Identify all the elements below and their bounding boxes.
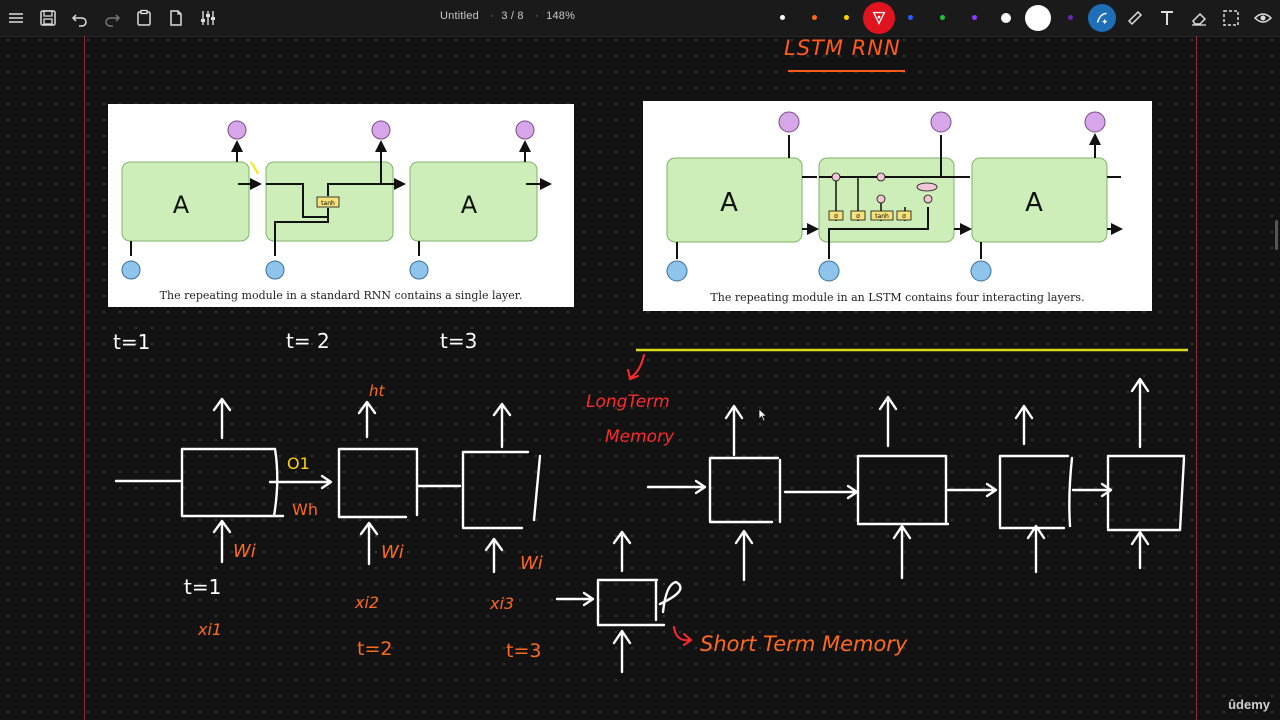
lstm-input-node-1 [666,260,688,282]
page-right-edge [1196,36,1197,720]
vertical-scrollbar[interactable] [1275,220,1278,250]
label-t3: t=3 [440,329,478,353]
document-name: Untitled [440,10,479,22]
label-t1: t=1 [113,330,151,354]
lstm-diagram-image: σ σ tanh σ A A The repeating module in a… [643,101,1152,311]
label-t1-lower: t=1 [184,575,222,599]
lstm-tanh-label: tanh [875,213,889,220]
label-wi-2: Wi [381,542,404,563]
rnn-hidden-node-2 [371,120,391,140]
rnn-tanh-label: tanh [321,200,335,207]
redo-icon[interactable] [98,4,126,32]
color-blue[interactable] [908,15,913,20]
rnn-cell-3 [409,161,538,242]
rnn-tanh-layer [316,196,340,208]
save-icon[interactable] [34,4,62,32]
rnn-cell-1 [121,161,250,242]
label-t2-lower: t=2 [357,638,393,660]
lstm-multiply-node-2 [876,194,886,204]
rnn-cell-label-1: A [173,191,190,219]
lstm-output-gate [896,210,912,221]
lstm-hidden-node-3 [1084,111,1106,133]
lstm-sigma-label-3: σ [902,213,906,220]
document-title: Untitled · 3 / 8 · 148% [440,10,576,22]
sparkle-pen-icon [1096,12,1108,25]
rnn-caption: The repeating module in a standard RNN c… [159,289,523,302]
label-wi-1: Wi [233,541,256,562]
label-xi2: xi2 [355,593,380,612]
undo-icon[interactable] [66,4,94,32]
rnn-yellow-annotation [250,161,259,175]
clipboard-icon[interactable] [130,4,158,32]
lstm-input-node-3 [970,260,992,282]
lstm-cell-1 [666,157,803,243]
rnn-hidden-node-1 [227,120,247,140]
lstm-hidden-node-2 [930,111,952,133]
eye-icon[interactable] [1249,4,1277,32]
lstm-sigma-label-1: σ [834,213,838,220]
color-purple[interactable] [972,15,977,20]
lstm-tanh-pointwise [916,182,938,192]
rnn-input-node-1 [121,260,141,280]
top-toolbar: Untitled · 3 / 8 · 148% [0,0,1280,37]
label-t2: t= 2 [286,329,330,353]
lstm-hidden-node-1 [778,111,800,133]
label-xi3: xi3 [490,594,515,613]
menu-icon[interactable] [2,4,30,32]
color-green[interactable] [940,15,945,20]
label-short-term-memory: Short Term Memory [700,632,908,656]
mouse-cursor-icon [758,408,768,422]
lasso-select-icon[interactable] [1217,4,1245,32]
label-o1: O1 [287,454,310,473]
text-tool-icon[interactable] [1153,4,1181,32]
lstm-multiply-node-3 [923,194,933,204]
rnn-diagram-image: tanh A A The repeating module in a stand… [108,104,574,307]
lstm-add-node [876,172,886,182]
color-dark-purple[interactable] [1068,15,1073,20]
label-wh: Wh [292,500,318,519]
color-yellow[interactable] [844,15,849,20]
heading-lstm-rnn: LSTM RNN [784,36,901,60]
label-long-term: LongTerm [586,392,670,412]
page-left-edge [84,36,85,720]
rnn-hidden-node-3 [515,120,535,140]
heading-underline [788,70,905,72]
stroke-size-small[interactable] [1001,13,1011,23]
lstm-cell-3 [971,157,1108,243]
lstm-caption: The repeating module in an LSTM contains… [710,291,1085,304]
rnn-input-node-3 [409,260,429,280]
page-indicator: 3 / 8 [501,10,524,22]
lstm-multiply-node-1 [831,172,841,182]
eraser-icon[interactable] [1185,4,1213,32]
color-white[interactable] [780,15,785,20]
page-icon[interactable] [162,4,190,32]
lstm-input-gate [850,210,866,221]
label-t3-lower: t=3 [506,640,542,662]
stroke-size-large[interactable] [1025,5,1051,31]
color-red-selected[interactable] [863,2,895,34]
label-wi-3: Wi [520,553,543,574]
lstm-cell-label-1: A [720,188,738,218]
rnn-cell-label-3: A [461,191,478,219]
sliders-icon[interactable] [194,4,222,32]
magic-pen-button[interactable] [1088,4,1116,32]
lstm-cell-2 [818,157,955,243]
rnn-input-node-2 [265,260,285,280]
lstm-sigma-label-2: σ [856,213,860,220]
lstm-input-node-2 [818,260,840,282]
highlighter-icon[interactable] [1121,4,1149,32]
label-xi1: xi1 [198,620,223,639]
lstm-forget-gate [828,210,844,221]
udemy-watermark: ûdemy [1228,697,1270,712]
lstm-tanh-gate [870,210,894,221]
color-orange[interactable] [812,15,817,20]
label-memory: Memory [605,427,675,447]
zoom-level: 148% [546,10,576,22]
lstm-cell-label-3: A [1025,188,1043,218]
label-ht: ht [369,382,385,400]
pen-nib-icon [872,11,886,25]
